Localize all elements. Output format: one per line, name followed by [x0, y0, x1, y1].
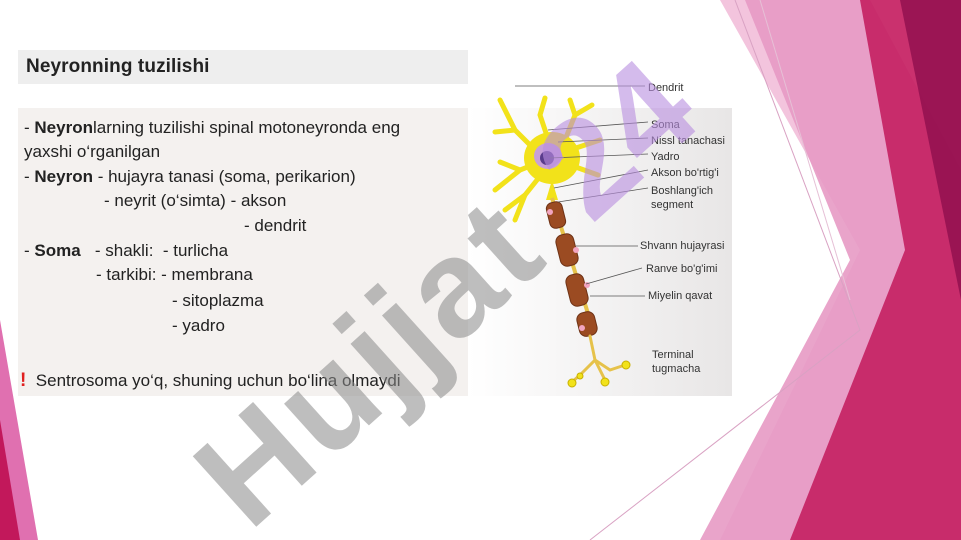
text-line-8: - sitoplazma: [172, 291, 264, 310]
text-line-4: - neyrit (o‘simta) - akson: [104, 191, 287, 210]
label-yadro: Yadro: [651, 151, 680, 163]
label-boshlangich: Boshlang'ich: [651, 185, 714, 197]
label-soma: Soma: [651, 119, 680, 131]
label-segment: segment: [651, 199, 694, 211]
label-nissl: Nissl tanachasi: [651, 135, 725, 147]
text-line-3: - Neyron - hujayra tanasi (soma, perikar…: [24, 167, 356, 186]
text-line-6: - Soma - shakli: - turlicha: [24, 241, 229, 260]
label-shvann: Shvann hujayrasi: [640, 240, 725, 252]
title-box: Neyronning tuzilishi: [18, 50, 468, 84]
exclamation-icon: !: [20, 370, 27, 391]
label-ranve: Ranve bo'g'imi: [646, 263, 718, 275]
label-tugmacha: tugmacha: [652, 363, 701, 375]
label-miyelin: Miyelin qavat: [648, 290, 713, 302]
text-line-1: - Neyronlarning tuzilishi spinal motoney…: [24, 118, 401, 137]
neuron-diagram: [492, 85, 649, 388]
text-line-9: - yadro: [172, 316, 225, 335]
slide-title: Neyronning tuzilishi: [26, 56, 210, 77]
text-line-7: - tarkibi: - membrana: [96, 265, 253, 284]
text-line-2: yaxshi o‘rganilgan: [24, 142, 161, 161]
label-dendrit: Dendrit: [648, 82, 684, 94]
text-line-5: - dendrit: [244, 216, 307, 235]
note-line: ! Sentrosoma yo‘q, shuning uchun bo‘lina…: [20, 370, 401, 391]
label-terminal: Terminal: [652, 349, 694, 361]
label-akson-bortigi: Akson bo'rtig'i: [651, 167, 719, 179]
